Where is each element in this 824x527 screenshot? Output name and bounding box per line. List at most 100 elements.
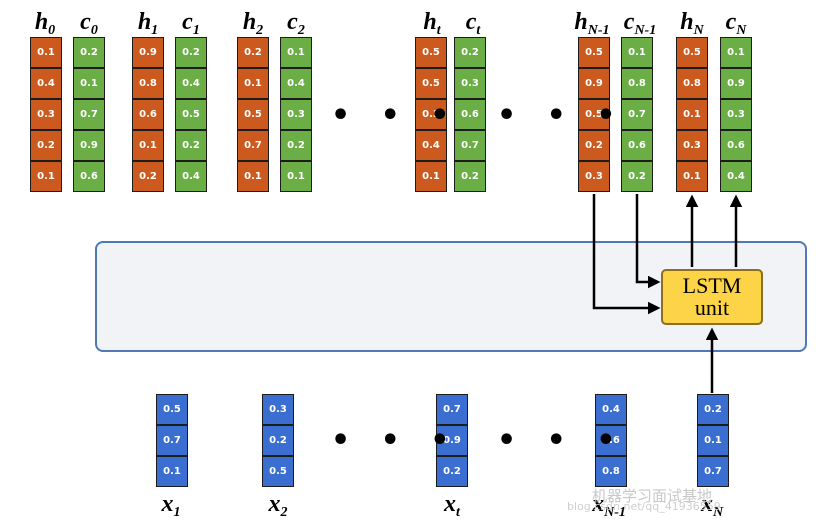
vector-cell: 0.1 xyxy=(697,425,729,456)
vector-cell: 0.5 xyxy=(156,394,188,425)
state-label-cN: cN xyxy=(725,9,747,38)
vector-cell: 0.4 xyxy=(175,68,207,99)
vector-cell: 0.2 xyxy=(454,161,486,192)
vector-cell: 0.2 xyxy=(621,161,653,192)
vector-cell: 0.2 xyxy=(454,37,486,68)
vector-cell: 0.1 xyxy=(415,161,447,192)
vector-cell: 0.1 xyxy=(280,161,312,192)
vector-cell: 0.7 xyxy=(436,394,468,425)
input-label-xN: xN xyxy=(700,491,724,520)
ellipsis-bottom-2: • • • xyxy=(497,423,626,458)
state-label-ht: ht xyxy=(423,9,441,38)
vector-cell: 0.6 xyxy=(454,99,486,130)
vector-cell: 0.3 xyxy=(415,99,447,130)
vector-cell: 0.3 xyxy=(280,99,312,130)
vector-cell: 0.7 xyxy=(156,425,188,456)
vector-cell: 0.7 xyxy=(73,99,105,130)
vector-cell: 0.6 xyxy=(621,130,653,161)
lstm-unit: LSTM unit xyxy=(661,269,763,325)
vector-cell: 0.5 xyxy=(415,37,447,68)
vector-cell: 0.1 xyxy=(621,37,653,68)
vector-cell: 0.5 xyxy=(262,456,294,487)
vector-cell: 0.6 xyxy=(720,130,752,161)
vector-cell: 0.8 xyxy=(676,68,708,99)
vector-cell: 0.2 xyxy=(73,37,105,68)
vector-cell: 0.5 xyxy=(676,37,708,68)
vector-cell: 0.1 xyxy=(676,161,708,192)
vector-cell: 0.2 xyxy=(578,130,610,161)
vector-cell: 0.3 xyxy=(454,68,486,99)
vector-cell: 0.6 xyxy=(132,99,164,130)
ellipsis-bottom-1: • • • xyxy=(331,423,460,458)
vector-cell: 0.4 xyxy=(30,68,62,99)
vector-cell: 0.2 xyxy=(132,161,164,192)
state-label-h2: h2 xyxy=(242,9,264,38)
vector-cell: 0.2 xyxy=(436,456,468,487)
vector-cell: 0.9 xyxy=(720,68,752,99)
ellipsis-top-2: • • • xyxy=(497,98,626,133)
vector-cell: 0.6 xyxy=(595,425,627,456)
vector-cell: 0.3 xyxy=(262,394,294,425)
vector-cell: 0.3 xyxy=(578,161,610,192)
watermark-url: blog.csdn.net/qq_41936559 xyxy=(567,500,721,513)
lstm-unit-line2: unit xyxy=(694,295,730,320)
vector-cell: 0.7 xyxy=(454,130,486,161)
state-label-c1: c1 xyxy=(182,9,200,38)
vector-cell: 0.2 xyxy=(30,130,62,161)
watermark-text: 机器学习面试基地 xyxy=(592,487,713,505)
vector-cell: 0.1 xyxy=(30,37,62,68)
vector-cell: 0.7 xyxy=(237,130,269,161)
vector-cell: 0.2 xyxy=(280,130,312,161)
state-label-cN-1: cN-1 xyxy=(623,9,657,38)
vector-cell: 0.1 xyxy=(676,99,708,130)
vector-cell: 0.2 xyxy=(697,394,729,425)
vector-cell: 0.5 xyxy=(237,99,269,130)
input-label-x1: x1 xyxy=(161,491,181,520)
vector-cell: 0.7 xyxy=(697,456,729,487)
vector-cell: 0.1 xyxy=(280,37,312,68)
arrow-cN-1-to-lstm xyxy=(635,194,661,289)
vector-cell: 0.4 xyxy=(720,161,752,192)
state-label-h0: h0 xyxy=(34,9,56,38)
vector-cell: 0.3 xyxy=(676,130,708,161)
state-label-c0: c0 xyxy=(80,9,98,38)
vector-cell: 0.1 xyxy=(720,37,752,68)
vector-cell: 0.3 xyxy=(30,99,62,130)
vector-cell: 0.2 xyxy=(175,37,207,68)
vector-cell: 0.9 xyxy=(73,130,105,161)
ellipsis-top-1: • • • xyxy=(331,98,460,133)
vector-cell: 0.5 xyxy=(578,99,610,130)
input-label-xt: xt xyxy=(444,491,460,520)
vector-cell: 0.9 xyxy=(132,37,164,68)
vector-cell: 0.2 xyxy=(262,425,294,456)
vector-cell: 0.8 xyxy=(132,68,164,99)
vector-cell: 0.9 xyxy=(436,425,468,456)
state-label-hN-1: hN-1 xyxy=(574,9,610,38)
vector-cell: 0.7 xyxy=(621,99,653,130)
vector-cell: 0.1 xyxy=(73,68,105,99)
vector-cell: 0.3 xyxy=(720,99,752,130)
vector-cell: 0.1 xyxy=(30,161,62,192)
vector-cell: 0.2 xyxy=(237,37,269,68)
state-label-c2: c2 xyxy=(287,9,305,38)
vector-cell: 0.5 xyxy=(175,99,207,130)
vector-cell: 0.8 xyxy=(621,68,653,99)
vector-cell: 0.4 xyxy=(415,130,447,161)
vector-cell: 0.5 xyxy=(578,37,610,68)
vector-cell: 0.1 xyxy=(156,456,188,487)
